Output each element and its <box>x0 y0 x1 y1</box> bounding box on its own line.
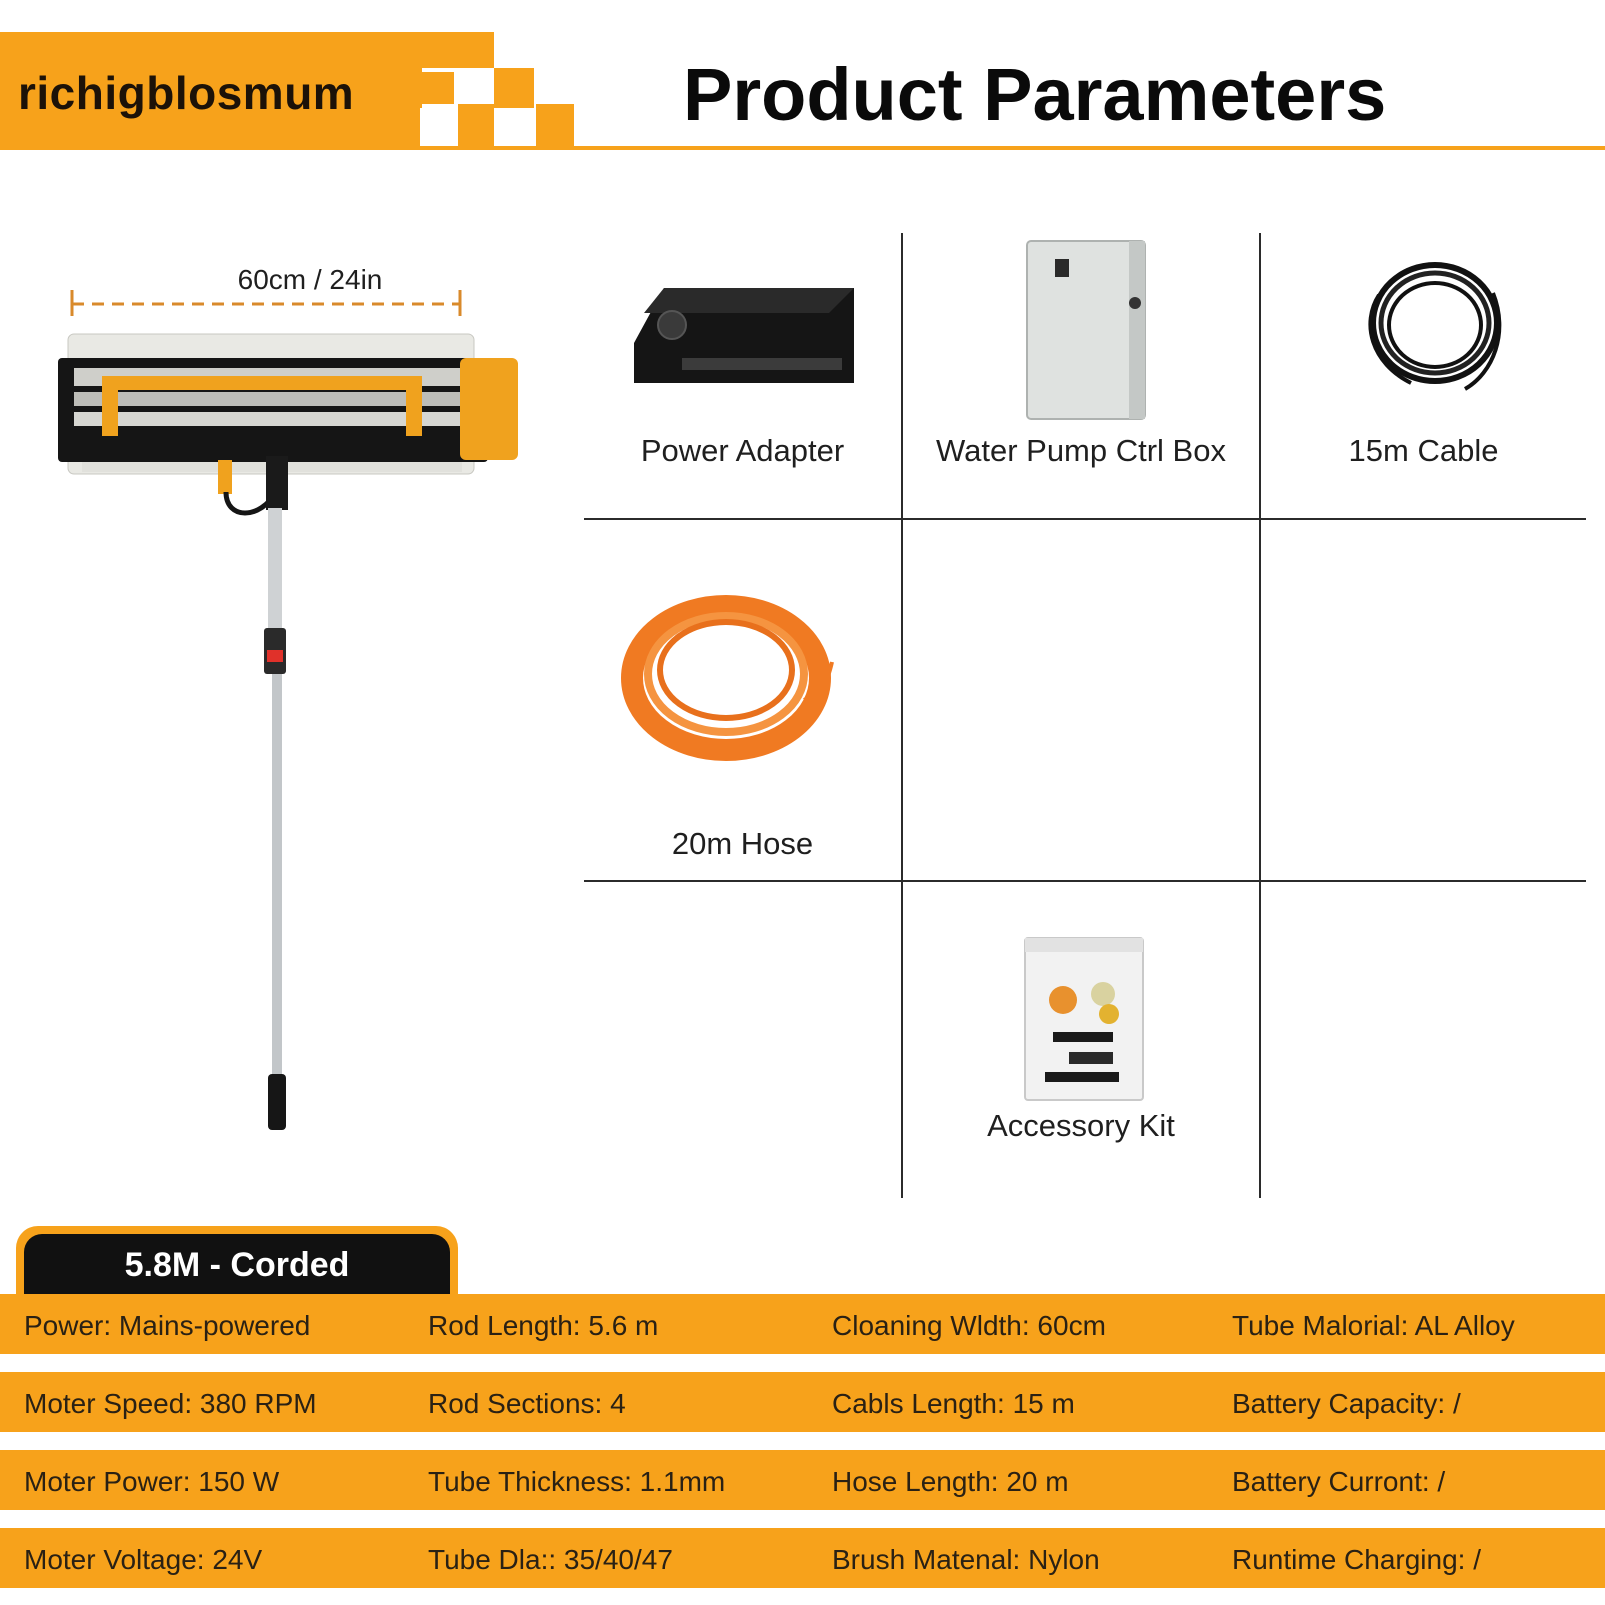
spec-tube-diameter: Tube Dla:: 35/40/47 <box>428 1544 673 1575</box>
spec-cleaning-width: Cloaning Wldth: 60cm <box>832 1310 1106 1341</box>
spec-power: Power: Mains-powered <box>24 1310 311 1341</box>
brand-pattern-block <box>494 68 534 108</box>
brand-pattern-block <box>420 32 458 68</box>
width-dimension-label: 60cm / 24in <box>237 264 383 295</box>
spec-tube-thickness: Tube Thickness: 1.1mm <box>428 1466 726 1497</box>
page-title: Product Parameters <box>683 53 1387 136</box>
spec-tube-material: Tube Malorial: AL Alloy <box>1232 1310 1515 1341</box>
spec-battery-capacity: Battery Capacity: / <box>1232 1388 1461 1419</box>
spec-brush-material: Brush Matenal: Nylon <box>832 1544 1100 1575</box>
spec-motor-speed: Moter Speed: 380 RPM <box>24 1388 317 1419</box>
brand-pattern-block <box>456 32 494 68</box>
hose-coil-icon <box>621 595 834 761</box>
brand-pattern-block <box>378 68 422 108</box>
grid-divider <box>584 518 1586 520</box>
component-label: 15m Cable <box>1348 433 1499 468</box>
cable-coil-icon <box>1368 262 1502 391</box>
empty-grid-cell <box>903 520 1259 880</box>
brand-pattern-block <box>420 72 454 104</box>
component-label: Power Adapter <box>640 433 845 468</box>
grid-divider <box>901 233 903 1198</box>
power-adapter-icon <box>634 288 854 383</box>
empty-grid-cell <box>584 882 901 1198</box>
header-divider <box>0 146 1605 150</box>
spec-rod-length: Rod Length: 5.6 m <box>428 1310 659 1341</box>
spec-battery-current: Battery Curront: / <box>1232 1466 1446 1497</box>
component-power-adapter: Power Adapter <box>584 233 901 518</box>
component-cable: 15m Cable <box>1261 233 1586 518</box>
component-label: 20m Hose <box>671 826 814 861</box>
header: richigblosmum Product Parameters <box>0 0 1605 150</box>
product-illustration: 60cm / 24in <box>40 230 560 1180</box>
pump-control-box-icon <box>1026 240 1146 420</box>
spec-row: Power: Mains-powered Rod Length: 5.6 m C… <box>0 1294 1605 1354</box>
brand-pattern-block <box>458 104 494 146</box>
spec-rod-sections: Rod Sections: 4 <box>428 1388 626 1419</box>
empty-grid-cell <box>1261 882 1586 1198</box>
spec-motor-power: Moter Power: 150 W <box>24 1466 280 1497</box>
component-label: Water Pump Ctrl Box <box>936 433 1226 468</box>
component-pump-control-box: Water Pump Ctrl Box <box>903 233 1259 518</box>
variant-tab: 5.8M - Corded <box>16 1226 458 1294</box>
brand-pattern-block <box>536 104 574 146</box>
brand-name: richigblosmum <box>18 67 355 119</box>
spec-row: Moter Voltage: 24V Tube Dla:: 35/40/47 B… <box>0 1528 1605 1588</box>
spec-runtime-charging: Runtime Charging: / <box>1232 1544 1482 1575</box>
spec-hose-length: Hose Length: 20 m <box>832 1466 1069 1497</box>
spec-motor-voltage: Moter Voltage: 24V <box>24 1544 263 1575</box>
component-accessory-kit: Accessory Kit <box>903 882 1259 1198</box>
spec-cable-length: Cabls Length: 15 m <box>832 1388 1075 1419</box>
component-hose: 20m Hose <box>584 520 901 880</box>
spec-row: Moter Speed: 380 RPM Rod Sections: 4 Cab… <box>0 1372 1605 1432</box>
window-cleaning-brush-icon <box>58 290 518 1130</box>
accessory-bag-icon <box>1024 937 1144 1101</box>
grid-divider <box>584 880 1586 882</box>
grid-divider <box>1259 233 1261 1198</box>
brand-banner <box>0 32 420 150</box>
spec-row: Moter Power: 150 W Tube Thickness: 1.1mm… <box>0 1450 1605 1510</box>
variant-label: 5.8M - Corded <box>24 1234 450 1294</box>
component-label: Accessory Kit <box>987 1108 1175 1143</box>
empty-grid-cell <box>1261 520 1586 880</box>
